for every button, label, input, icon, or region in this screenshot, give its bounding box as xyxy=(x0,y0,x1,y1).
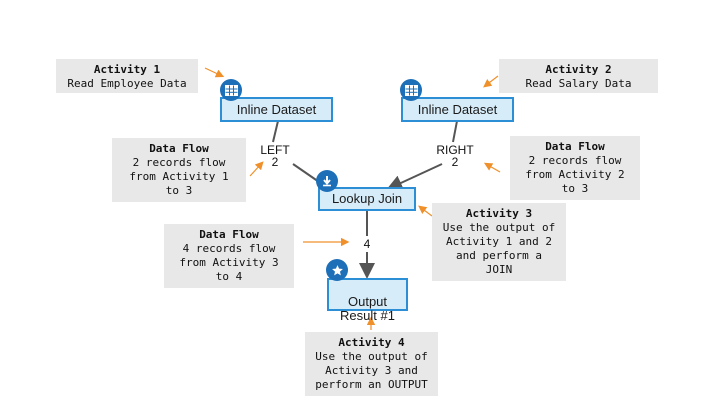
edge-right-top xyxy=(452,120,458,143)
edge-left-top xyxy=(272,120,279,143)
node-inline-dataset-left[interactable]: Inline Dataset xyxy=(220,97,333,122)
callout-body: Read Employee Data xyxy=(67,77,187,90)
callout-data-flow-2: Data Flow 2 records flow from Activity 2… xyxy=(510,136,640,200)
callout-body: 2 records flow from Activity 1 to 3 xyxy=(129,156,229,197)
edge-right-bottom xyxy=(386,163,443,191)
callout-title: Activity 1 xyxy=(93,63,161,76)
callout-data-flow-3: Data Flow 4 records flow from Activity 3… xyxy=(164,224,294,288)
callout-data-flow-1: Data Flow 2 records flow from Activity 1… xyxy=(112,138,246,202)
node-label: Output Result #1 xyxy=(340,294,395,323)
node-label: Inline Dataset xyxy=(236,102,317,117)
pointer-activity1 xyxy=(204,67,225,78)
edge-count-label: 2 xyxy=(451,155,459,169)
edge-label-left: LEFT 2 xyxy=(255,144,295,168)
pointer-activity3 xyxy=(418,205,433,217)
edge-count-label: 4 xyxy=(363,237,371,251)
pointer-activity2 xyxy=(483,75,499,88)
callout-title: Data Flow xyxy=(545,140,605,153)
callout-activity-2: Activity 2 Read Salary Data xyxy=(499,59,658,93)
edge-side-label: LEFT xyxy=(260,143,290,157)
callout-body: Use the output of Activity 3 and perform… xyxy=(315,350,428,391)
node-lookup-join[interactable]: Lookup Join xyxy=(318,187,416,211)
callout-activity-3: Activity 3 Use the output of Activity 1 … xyxy=(432,203,566,281)
edge-side-label: RIGHT xyxy=(436,143,474,157)
node-output-result[interactable]: Output Result #1 xyxy=(327,278,408,323)
node-inline-dataset-right[interactable]: Inline Dataset xyxy=(401,97,514,122)
callout-activity-1: Activity 1 Read Employee Data xyxy=(56,59,198,93)
table-icon xyxy=(220,79,242,101)
edge-label-output: 4 xyxy=(357,238,377,250)
node-label: Lookup Join xyxy=(331,191,403,206)
table-icon xyxy=(400,79,422,101)
node-label: Inline Dataset xyxy=(417,102,498,117)
callout-title: Activity 2 xyxy=(545,63,612,76)
pointer-flow1 xyxy=(249,161,264,177)
callout-body: 4 records flow from Activity 3 to 4 xyxy=(179,242,279,283)
download-arrow-icon xyxy=(316,170,338,192)
callout-title: Activity 3 xyxy=(465,207,533,220)
edge-count-label: 2 xyxy=(271,155,279,169)
star-icon xyxy=(326,259,348,281)
callout-title: Activity 4 xyxy=(338,336,405,349)
callout-body: Read Salary Data xyxy=(525,77,632,90)
callout-activity-4: Activity 4 Use the output of Activity 3 … xyxy=(305,332,438,396)
callout-body: Use the output of Activity 1 and 2 and p… xyxy=(442,221,556,276)
edge-label-right: RIGHT 2 xyxy=(430,144,480,168)
pointer-flow2 xyxy=(483,162,501,173)
callout-title: Data Flow xyxy=(149,142,209,155)
callout-title: Data Flow xyxy=(199,228,259,241)
callout-body: 2 records flow from Activity 2 to 3 xyxy=(525,154,625,195)
